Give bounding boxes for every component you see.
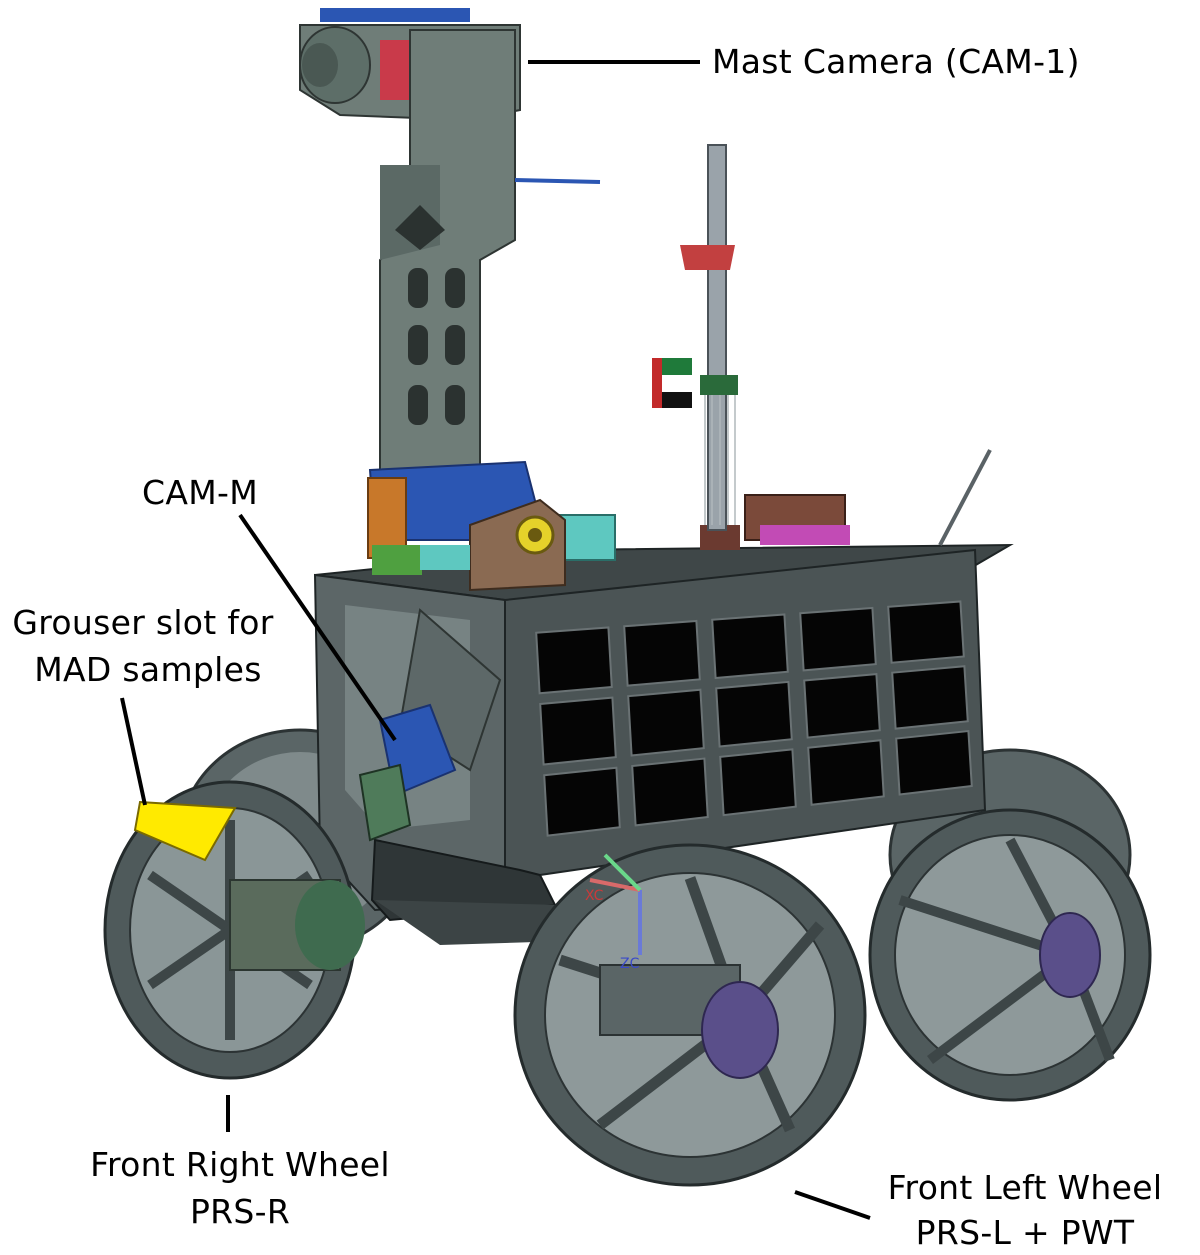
flag-mast (652, 144, 738, 531)
front-right-wheel-label-line1: Front Right Wheel (90, 1145, 390, 1184)
cam-m-camera (358, 608, 502, 842)
leader-line-front-left (794, 1190, 871, 1220)
solar-cell (891, 665, 969, 730)
solar-cell (719, 748, 797, 817)
grouser-slot-label-line1: Grouser slot for (12, 603, 274, 642)
solar-cell (627, 688, 705, 757)
front-left-wheel-label-line1: Front Left Wheel (887, 1168, 1163, 1207)
front-right-wheel (103, 780, 365, 1080)
axis-label-zc: ZC (620, 956, 640, 972)
grouser-slot-label-line2: MAD samples (34, 650, 262, 689)
solar-cell (543, 766, 621, 837)
axis-label-xc: XC (585, 888, 604, 904)
front-left-wheel (513, 843, 867, 1187)
cam-m-label: CAM-M (142, 473, 258, 512)
solar-cell (807, 739, 885, 806)
solar-cell (539, 696, 617, 766)
axis-triad: XC ZC (585, 853, 642, 972)
rear-left-wheel-hub (868, 808, 1152, 1102)
leader-lines (120, 60, 871, 1220)
antenna (938, 449, 992, 546)
camera-mast (299, 8, 601, 592)
leader-line-grouser (120, 697, 147, 806)
solar-cell (535, 626, 613, 695)
mast-camera-label: Mast Camera (CAM-1) (712, 42, 1080, 81)
solar-panel-array (535, 600, 973, 837)
solar-cell (799, 606, 877, 672)
front-left-wheel-label-line2: PRS-L + PWT (915, 1213, 1135, 1252)
solar-cell (887, 600, 965, 664)
solar-cell (623, 619, 701, 687)
solar-cell (631, 757, 709, 827)
solar-cell (715, 680, 793, 748)
solar-cell (895, 729, 973, 796)
leader-line-cam-m (238, 513, 397, 742)
solar-cell (803, 673, 881, 739)
front-right-wheel-label-line2: PRS-R (189, 1192, 291, 1231)
grouser-sample-slot (133, 800, 237, 862)
solar-cell (711, 613, 789, 680)
